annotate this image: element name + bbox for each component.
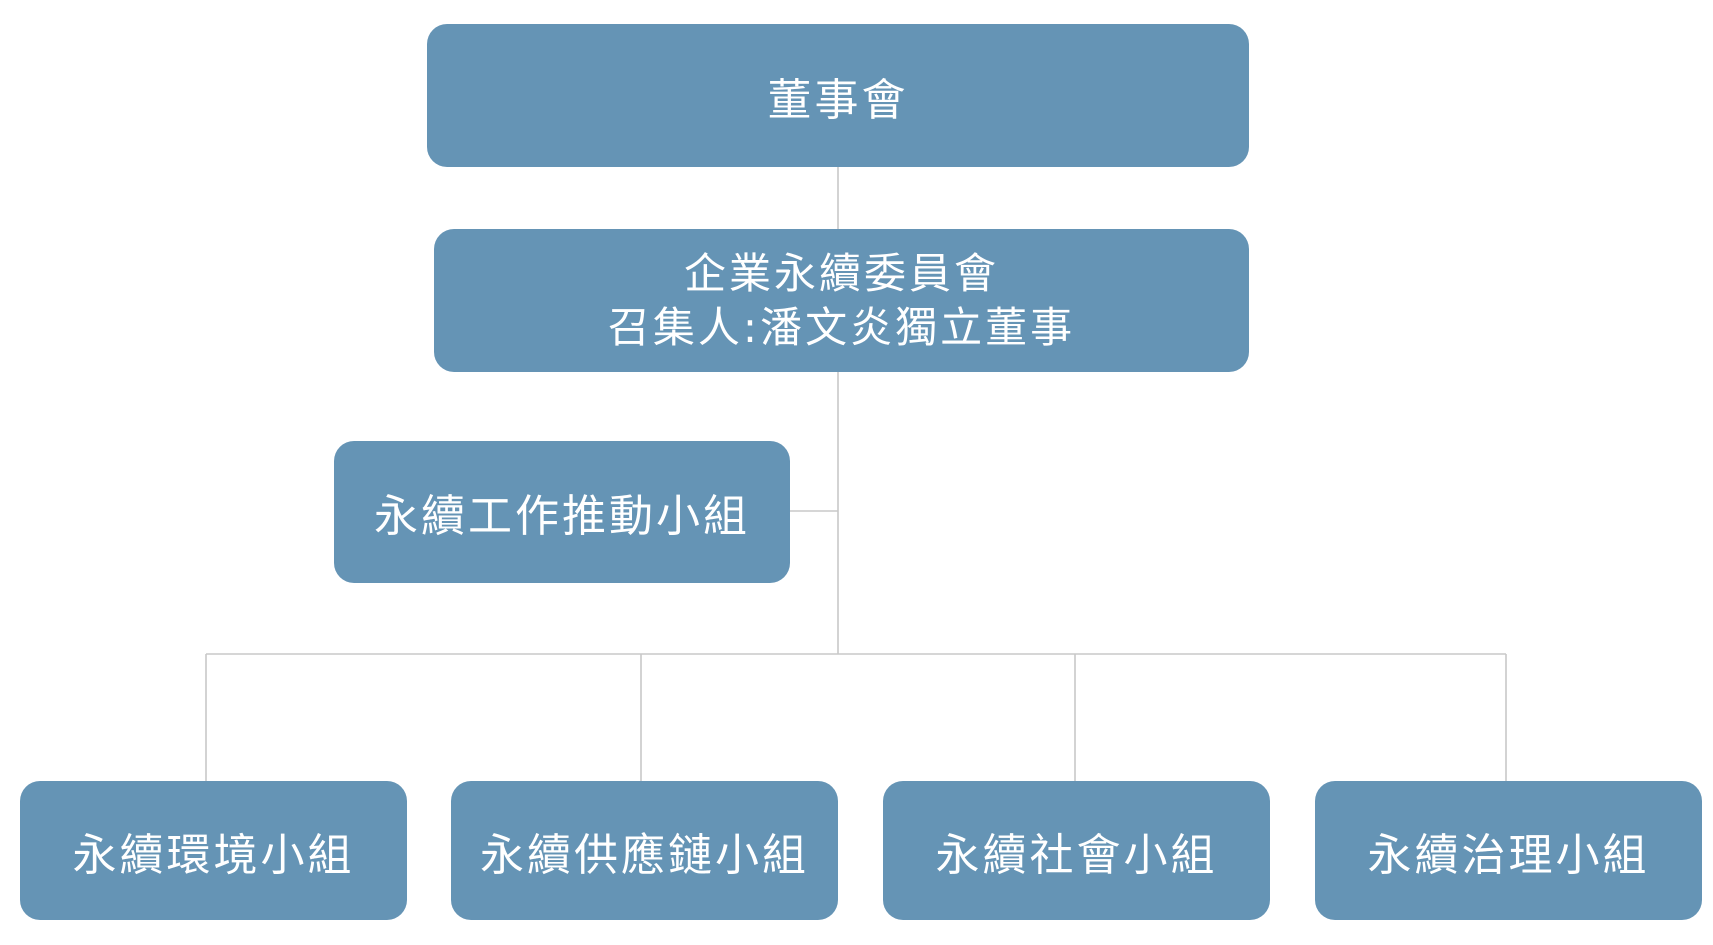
board-label: 董事會	[767, 74, 909, 126]
sustainability-committee-box: 企業永續委員會 召集人:潘文炎獨立董事	[434, 229, 1249, 372]
governance-group-label: 永續治理小組	[1367, 829, 1650, 881]
social-group-label: 永續社會小組	[935, 829, 1218, 881]
board-box: 董事會	[427, 24, 1249, 167]
supply-chain-group-box: 永續供應鏈小組	[451, 781, 838, 920]
sustainability-task-force-box: 永續工作推動小組	[334, 441, 790, 583]
governance-group-box: 永續治理小組	[1315, 781, 1702, 920]
environment-group-label: 永續環境小組	[72, 829, 355, 881]
committee-title: 企業永續委員會	[683, 248, 999, 298]
task-force-label: 永續工作推動小組	[374, 491, 750, 542]
environment-group-box: 永續環境小組	[20, 781, 407, 920]
supply-chain-group-label: 永續供應鏈小組	[480, 829, 809, 881]
social-group-box: 永續社會小組	[883, 781, 1270, 920]
committee-convener: 召集人:潘文炎獨立董事	[607, 302, 1076, 352]
